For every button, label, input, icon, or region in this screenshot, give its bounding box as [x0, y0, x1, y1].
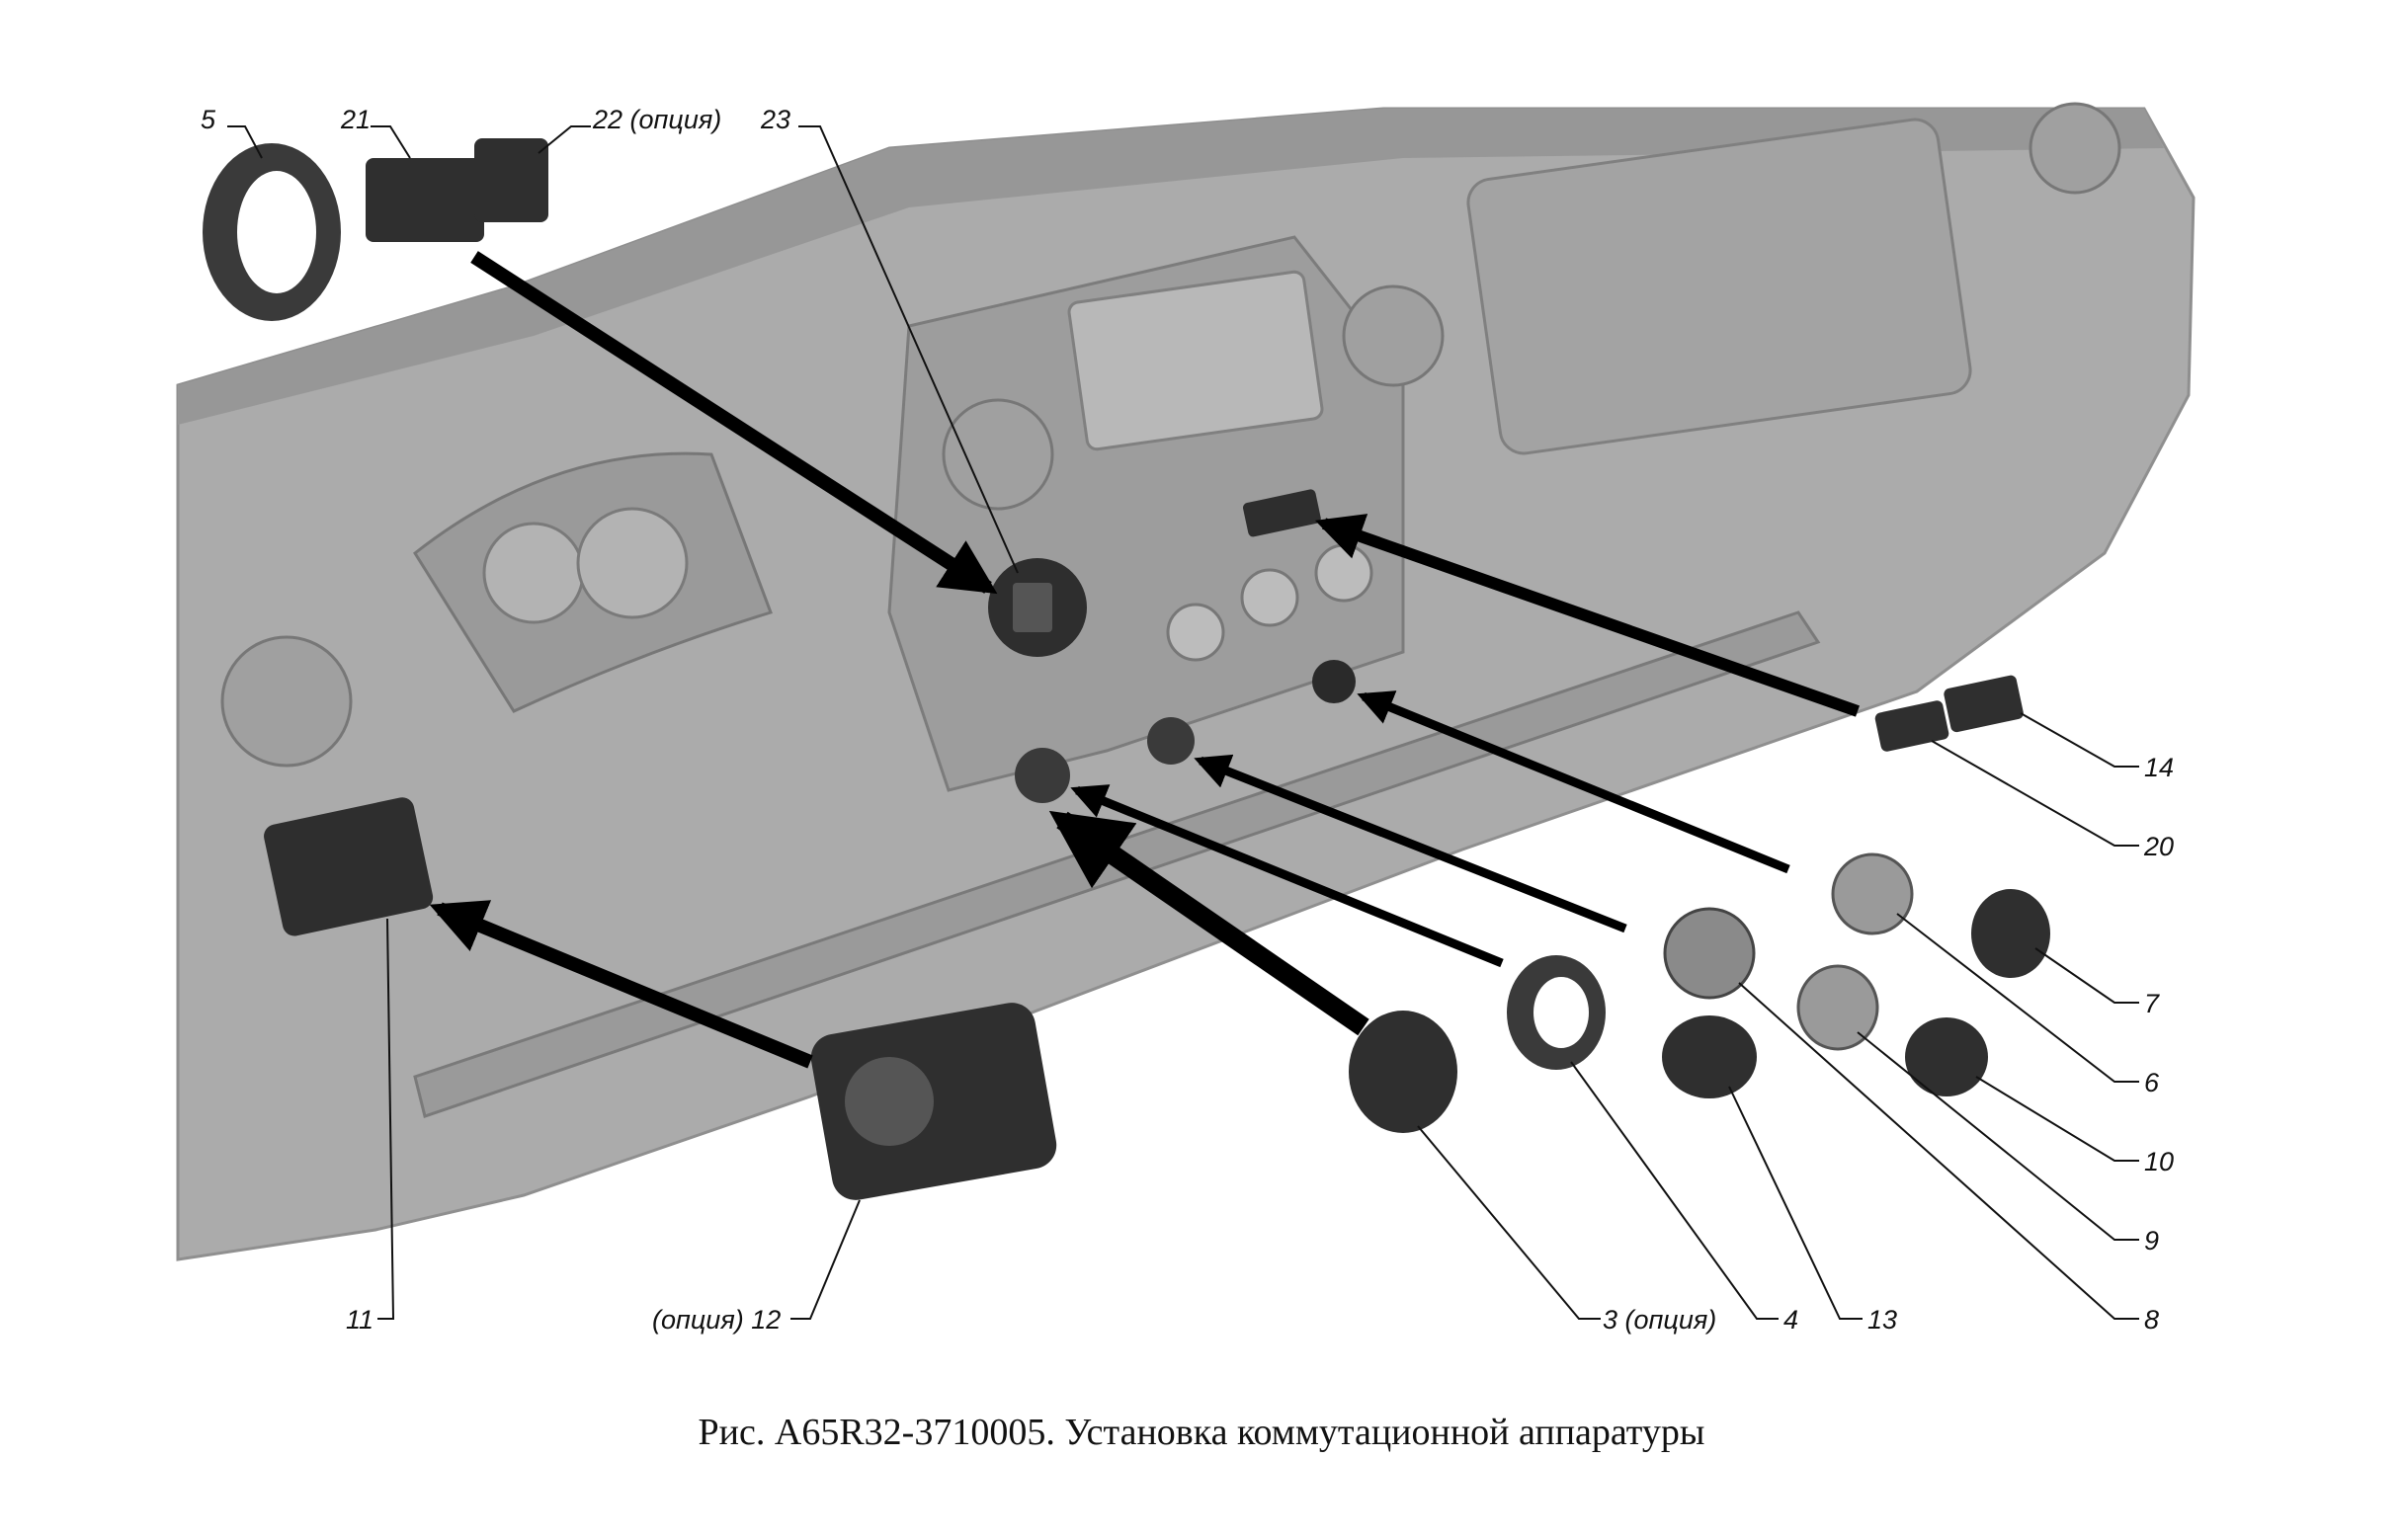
leader-6 — [1896, 913, 2139, 1083]
callout-4: 4 — [1783, 1305, 1798, 1335]
climate-knob-2 — [1240, 568, 1299, 627]
mounted-socket-right — [1312, 660, 1356, 703]
callout-14: 14 — [2144, 753, 2174, 782]
callout-labels: 5 21 22 (опция) 23 14 20 7 6 10 9 8 13 4… — [201, 105, 2174, 1335]
callout-11: 11 — [346, 1305, 373, 1335]
climate-knob-3 — [1314, 543, 1373, 603]
exploded-parts — [203, 138, 2050, 1200]
part-12-knob — [845, 1057, 934, 1146]
arrow-to-14 — [1314, 514, 1860, 717]
air-vent-right — [2029, 102, 2121, 195]
arrow-to-socket-left — [1070, 784, 1504, 968]
arrow-to-socket-mid — [1194, 754, 1627, 933]
leader-13 — [1728, 1086, 1863, 1320]
mounted-light-switch-11 — [264, 797, 434, 936]
radio-slot — [1067, 270, 1324, 451]
gauge-right — [576, 507, 689, 619]
callout-3: 3 (опция) — [1603, 1305, 1716, 1335]
leader-11 — [377, 918, 395, 1320]
callout-10: 10 — [2144, 1147, 2174, 1176]
callout-6: 6 — [2144, 1068, 2160, 1097]
leader-7 — [2034, 947, 2139, 1004]
leader-8 — [1738, 982, 2139, 1320]
glovebox — [1466, 118, 1972, 455]
part-22-switch — [474, 138, 548, 222]
leader-3 — [1417, 1125, 1601, 1320]
leader-20 — [1931, 740, 2139, 847]
leader-4 — [1570, 1061, 1779, 1320]
part-8-socket-body — [1663, 907, 1756, 1000]
air-vent-left — [220, 635, 353, 768]
arrow-to-11 — [429, 900, 813, 1069]
leader-21 — [371, 125, 411, 159]
leader-5 — [227, 125, 263, 159]
mounted-socket-left — [1015, 748, 1070, 803]
part-5-trim-ring-hole — [237, 171, 316, 293]
leader-lines — [227, 125, 2139, 1320]
callout-9: 9 — [2144, 1226, 2159, 1256]
leader-10 — [1975, 1076, 2139, 1162]
leader-23 — [798, 125, 1019, 574]
leader-22 — [538, 125, 591, 154]
callout-5: 5 — [201, 105, 216, 134]
arrow-plug-3 — [1048, 810, 1369, 1036]
dashboard-illustration — [176, 102, 2196, 1261]
leader-12 — [790, 1199, 861, 1320]
assembly-arrows — [429, 251, 1860, 1069]
callout-13: 13 — [1867, 1305, 1897, 1335]
gauge-left — [482, 522, 585, 624]
part-7-cap — [1971, 889, 2050, 978]
arrow-to-socket-right — [1357, 690, 1790, 874]
part-13-lighter — [1662, 1015, 1757, 1098]
mounted-switch-14 — [1242, 489, 1321, 537]
callout-7: 7 — [2144, 989, 2160, 1018]
dashboard-top-shade — [178, 109, 2164, 425]
climate-knob-1 — [1166, 603, 1225, 662]
mounted-switch-23-key — [1013, 583, 1052, 632]
air-vent-center-left — [942, 398, 1054, 511]
arrow-to-23 — [470, 251, 998, 595]
air-vent-center-right — [1342, 284, 1445, 387]
callout-20: 20 — [2143, 832, 2174, 861]
part-10-socket — [1905, 1017, 1988, 1096]
mounted-socket-mid — [1147, 717, 1195, 765]
part-6-sleeve — [1831, 852, 1914, 935]
figure-caption: Рис. A65R32-3710005. Установка коммутаци… — [698, 1412, 1705, 1453]
callout-12: (опция) 12 — [652, 1305, 781, 1335]
part-3-plug — [1349, 1011, 1457, 1133]
part-20-switch — [1874, 700, 1949, 752]
callout-23: 23 — [760, 105, 790, 134]
part-14-switch — [1944, 675, 2024, 733]
part-4-ring-hole — [1533, 977, 1589, 1048]
callout-22: 22 (опция) — [592, 105, 721, 134]
callout-21: 21 — [340, 105, 371, 134]
leader-14 — [2020, 712, 2139, 768]
leader-9 — [1857, 1031, 2139, 1241]
part-21-switch-block — [366, 158, 484, 242]
part-9-sleeve — [1796, 964, 1879, 1051]
callout-8: 8 — [2144, 1305, 2159, 1335]
